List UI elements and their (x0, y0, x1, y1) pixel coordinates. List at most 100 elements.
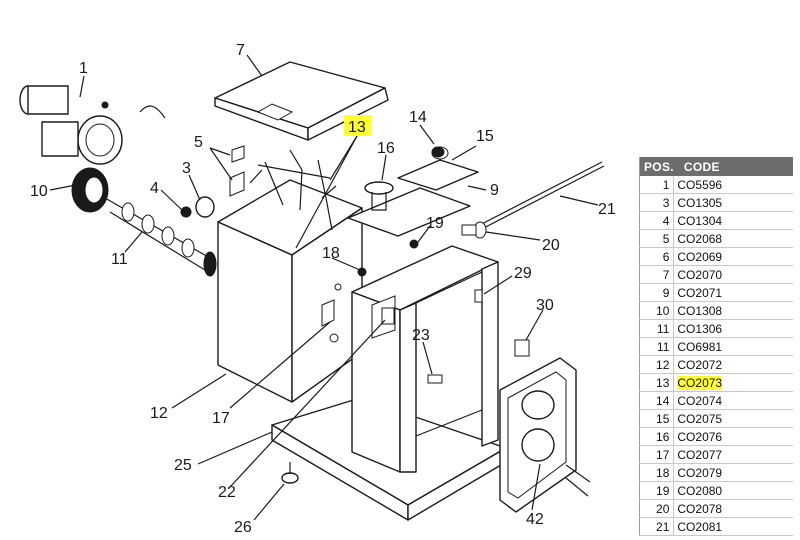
row-pos: 11 (639, 319, 675, 338)
row-code-text[interactable]: CO1305 (677, 195, 723, 210)
callout-12[interactable]: 12 (150, 405, 168, 422)
callout-4[interactable]: 4 (150, 180, 159, 197)
row-code-text[interactable]: CO2072 (677, 357, 723, 372)
callout-30[interactable]: 30 (536, 297, 554, 314)
row-code-text[interactable]: CO2079 (677, 465, 723, 480)
row-pos: 18 (639, 463, 675, 482)
callout-1[interactable]: 1 (79, 60, 88, 77)
callouts: 1 3 4 5 7 9 10 11 12 13 14 15 16 17 18 1… (30, 42, 616, 536)
callout-17[interactable]: 17 (212, 410, 230, 427)
row-code: CO2069 (673, 247, 793, 266)
callout-14[interactable]: 14 (409, 109, 427, 126)
header-code: CODE (673, 157, 793, 176)
row-code-text[interactable]: CO2070 (677, 267, 723, 282)
row-code-text[interactable]: CO2081 (677, 519, 723, 534)
row-code-text[interactable]: CO2074 (677, 393, 723, 408)
row-code: CO2072 (673, 355, 793, 374)
row-code-text[interactable]: CO2068 (677, 231, 723, 246)
callout-9[interactable]: 9 (490, 182, 499, 199)
callout-25[interactable]: 25 (174, 457, 192, 474)
callout-18[interactable]: 18 (322, 245, 340, 262)
callout-3[interactable]: 3 (182, 160, 191, 177)
callout-42[interactable]: 42 (526, 511, 544, 528)
row-pos: 15 (639, 409, 675, 428)
callout-19[interactable]: 19 (426, 215, 444, 232)
callout-29[interactable]: 29 (514, 265, 532, 282)
row-pos: 7 (639, 265, 675, 284)
row-code: CO2071 (673, 283, 793, 302)
row-pos: 20 (639, 499, 675, 518)
row-code: CO2075 (673, 409, 793, 428)
door-plate (499, 339, 591, 513)
bracket-plate (347, 146, 479, 237)
row-code: CO2077 (673, 445, 793, 464)
row-pos: 21 (639, 517, 675, 536)
row-code: CO1308 (673, 301, 793, 320)
row-pos: 4 (639, 211, 675, 230)
row-code: CO6981 (673, 337, 793, 356)
row-code-text[interactable]: CO2075 (677, 411, 723, 426)
row-pos: 12 (639, 355, 675, 374)
row-code-text[interactable]: CO2076 (677, 429, 723, 444)
callout-5[interactable]: 5 (194, 134, 203, 151)
row-code: CO2068 (673, 229, 793, 248)
callout-21[interactable]: 21 (598, 201, 616, 218)
callout-10[interactable]: 10 (30, 183, 48, 200)
callout-23[interactable]: 23 (412, 327, 430, 344)
row-code-text[interactable]: CO2078 (677, 501, 723, 516)
row-code-text[interactable]: CO2077 (677, 447, 723, 462)
row-pos: 13 (639, 373, 675, 392)
callout-7[interactable]: 7 (236, 42, 245, 59)
callout-13[interactable]: 13 (348, 119, 366, 136)
callout-22[interactable]: 22 (218, 484, 236, 501)
row-code-text[interactable]: CO2069 (677, 249, 723, 264)
row-code-text-highlighted[interactable]: CO2073 (677, 375, 723, 390)
callout-16[interactable]: 16 (377, 140, 395, 157)
row-pos: 3 (639, 193, 675, 212)
top-cover (214, 61, 389, 141)
motor-assembly (19, 85, 166, 165)
callout-15[interactable]: 15 (476, 128, 494, 145)
row-code-text[interactable]: CO6981 (677, 339, 723, 354)
row-code-text[interactable]: CO1308 (677, 303, 723, 318)
shaft (104, 197, 217, 277)
row-code: CO2073 (673, 373, 793, 392)
row-code-text[interactable]: CO1306 (677, 321, 723, 336)
row-pos: 16 (639, 427, 675, 446)
row-pos: 1 (639, 176, 675, 194)
row-pos: 10 (639, 301, 675, 320)
header-pos: POS. (639, 157, 674, 176)
row-code: CO1304 (673, 211, 793, 230)
row-code-text[interactable]: CO2080 (677, 483, 723, 498)
callout-20[interactable]: 20 (542, 237, 560, 254)
row-code: CO2074 (673, 391, 793, 410)
row-code-text[interactable]: CO1304 (677, 213, 723, 228)
callout-26[interactable]: 26 (234, 519, 252, 536)
frame (351, 245, 499, 473)
row-code-text[interactable]: CO2071 (677, 285, 723, 300)
callout-11[interactable]: 11 (111, 251, 128, 268)
row-code-text[interactable]: CO5596 (677, 177, 723, 192)
row-code: CO2081 (673, 517, 793, 536)
